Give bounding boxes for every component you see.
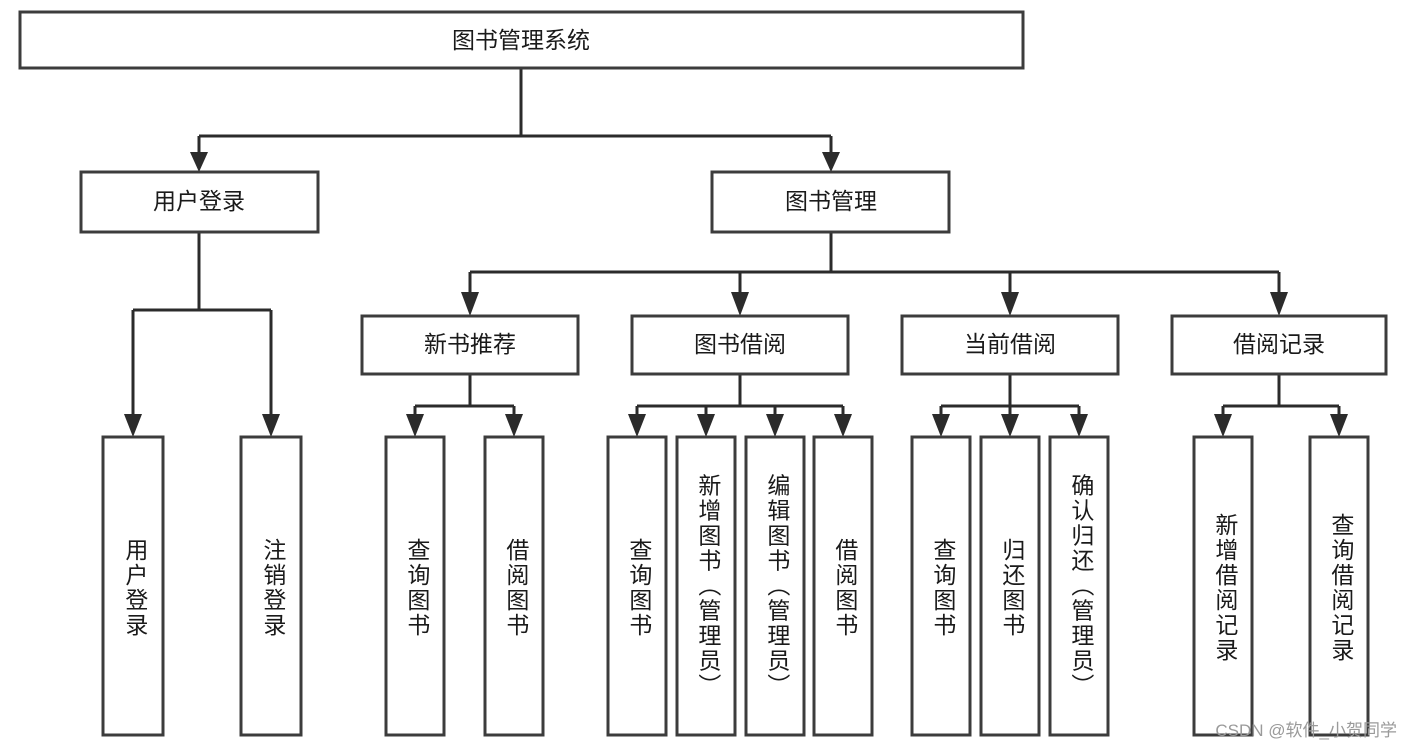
node-leaf-query-record[interactable]: 查询借阅记录 — [1308, 435, 1370, 737]
node-leaf-borrow-book-1-label: 借阅图书 — [503, 538, 530, 638]
arrow-to-leaf-add-book — [697, 414, 715, 437]
arrow-to-new-book-rec — [461, 292, 479, 316]
node-leaf-borrow-book-2-box[interactable] — [812, 435, 874, 737]
node-root-label: 图书管理系统 — [452, 27, 590, 53]
node-user-login-label: 用户登录 — [153, 188, 245, 214]
node-leaf-query-book-1[interactable]: 查询图书 — [384, 435, 446, 737]
node-leaf-logout-label: 注销登录 — [260, 538, 287, 638]
node-current-borrow-label: 当前借阅 — [964, 331, 1056, 357]
arrow-to-leaf-borrow-book-1 — [505, 414, 523, 437]
node-leaf-add-record-box[interactable] — [1192, 435, 1254, 737]
node-leaf-query-book-1-box[interactable] — [384, 435, 446, 737]
node-new-book-rec-box[interactable] — [360, 314, 580, 376]
node-leaf-confirm-return-box[interactable] — [1048, 435, 1110, 737]
arrow-to-borrow-record — [1270, 292, 1288, 316]
node-leaf-add-book-label: 新增图书（管理员） — [695, 474, 722, 699]
node-leaf-add-record[interactable]: 新增借阅记录 — [1192, 435, 1254, 737]
node-leaf-query-record-label: 查询借阅记录 — [1328, 513, 1355, 663]
arrow-to-leaf-logout — [262, 414, 280, 437]
node-leaf-borrow-book-2-label: 借阅图书 — [832, 538, 859, 638]
node-book-borrow[interactable]: 图书借阅 — [630, 314, 850, 376]
node-leaf-query-book-2-box[interactable] — [606, 435, 668, 737]
node-leaf-borrow-book-2[interactable]: 借阅图书 — [812, 435, 874, 737]
arrow-to-leaf-query-book-3 — [932, 414, 950, 437]
arrow-to-current-borrow — [1001, 292, 1019, 316]
node-leaf-edit-book-label: 编辑图书（管理员） — [764, 474, 791, 699]
node-root-box[interactable] — [18, 10, 1025, 70]
node-borrow-record-box[interactable] — [1170, 314, 1388, 376]
arrow-to-book-mgmt — [822, 152, 840, 172]
node-book-borrow-box[interactable] — [630, 314, 850, 376]
arrow-to-leaf-query-book-1 — [406, 414, 424, 437]
node-borrow-record[interactable]: 借阅记录 — [1170, 314, 1388, 376]
node-book-mgmt[interactable]: 图书管理 — [710, 170, 951, 234]
node-leaf-return-book-label: 归还图书 — [999, 538, 1026, 638]
node-leaf-user-login[interactable]: 用户登录 — [101, 435, 165, 737]
arrow-to-leaf-user-login — [124, 414, 142, 437]
node-leaf-add-book[interactable]: 新增图书（管理员） — [675, 435, 737, 737]
arrow-to-leaf-query-book-2 — [628, 414, 646, 437]
node-leaf-add-record-label: 新增借阅记录 — [1212, 513, 1239, 663]
node-leaf-user-login-label: 用户登录 — [122, 538, 149, 638]
node-leaf-confirm-return[interactable]: 确认归还（管理员） — [1048, 435, 1110, 737]
node-user-login-box[interactable] — [79, 170, 320, 234]
node-book-mgmt-box[interactable] — [710, 170, 951, 234]
node-leaf-add-book-box[interactable] — [675, 435, 737, 737]
node-current-borrow[interactable]: 当前借阅 — [900, 314, 1120, 376]
arrow-to-user-login — [190, 152, 208, 172]
node-leaf-borrow-book-1-box[interactable] — [483, 435, 545, 737]
node-leaf-confirm-return-label: 确认归还（管理员） — [1068, 474, 1095, 699]
node-leaf-logout[interactable]: 注销登录 — [239, 435, 303, 737]
arrow-to-leaf-query-record — [1330, 414, 1348, 437]
node-leaf-query-record-box[interactable] — [1308, 435, 1370, 737]
arrow-to-leaf-confirm-return — [1070, 414, 1088, 437]
node-leaf-query-book-2-label: 查询图书 — [626, 538, 653, 638]
arrow-to-leaf-edit-book — [766, 414, 784, 437]
node-leaf-edit-book[interactable]: 编辑图书（管理员） — [744, 435, 806, 737]
node-leaf-query-book-2[interactable]: 查询图书 — [606, 435, 668, 737]
arrow-to-leaf-borrow-book-2 — [834, 414, 852, 437]
node-borrow-record-label: 借阅记录 — [1233, 331, 1325, 357]
node-leaf-edit-book-box[interactable] — [744, 435, 806, 737]
node-leaf-query-book-1-label: 查询图书 — [404, 538, 431, 638]
connectors-layer — [124, 68, 1348, 437]
arrow-to-leaf-return-book — [1001, 414, 1019, 437]
node-current-borrow-box[interactable] — [900, 314, 1120, 376]
node-leaf-return-book-box[interactable] — [979, 435, 1041, 737]
node-leaf-query-book-3-label: 查询图书 — [930, 538, 957, 638]
node-new-book-rec-label: 新书推荐 — [424, 331, 516, 357]
node-leaf-query-book-3[interactable]: 查询图书 — [910, 435, 972, 737]
node-book-mgmt-label: 图书管理 — [785, 188, 877, 214]
node-user-login[interactable]: 用户登录 — [79, 170, 320, 234]
node-leaf-query-book-3-box[interactable] — [910, 435, 972, 737]
node-root[interactable]: 图书管理系统 — [18, 10, 1025, 70]
arrow-to-leaf-add-record — [1214, 414, 1232, 437]
node-leaf-borrow-book-1[interactable]: 借阅图书 — [483, 435, 545, 737]
node-new-book-rec[interactable]: 新书推荐 — [360, 314, 580, 376]
node-leaf-logout-box[interactable] — [239, 435, 303, 737]
node-leaf-return-book[interactable]: 归还图书 — [979, 435, 1041, 737]
arrow-to-book-borrow — [731, 292, 749, 316]
node-book-borrow-label: 图书借阅 — [694, 331, 786, 357]
node-leaf-user-login-box[interactable] — [101, 435, 165, 737]
